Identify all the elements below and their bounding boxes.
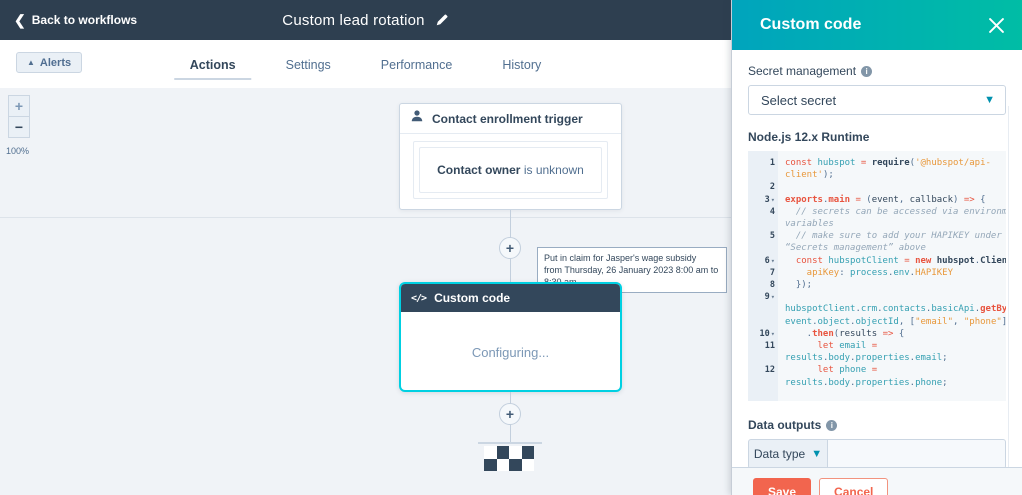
contact-enrollment-trigger-card[interactable]: Contact enrollment trigger Contact owner… [399,103,622,210]
trigger-condition: Contact owner is unknown [419,147,602,193]
edit-pencil-icon[interactable] [435,13,449,27]
add-action-button-top[interactable]: + [499,237,521,259]
zoom-level: 100% [6,146,30,156]
person-icon [410,109,424,128]
alerts-button[interactable]: ▲ Alerts [16,52,83,73]
warning-triangle-icon: ▲ [27,58,35,67]
save-button[interactable]: Save [753,478,812,495]
chevron-down-icon: ▼ [984,94,995,106]
workflow-canvas[interactable]: + − 100% Contact enrollment trigger Cont… [0,88,731,495]
cancel-button[interactable]: Cancel [819,478,889,495]
action-title: Custom code [434,291,511,305]
data-output-name-input[interactable] [828,439,1006,469]
zoom-in-button[interactable]: + [8,95,30,117]
custom-code-action-card[interactable]: </> Custom code Configuring... [399,282,622,392]
data-output-row: Data type ▼ [748,439,1006,469]
info-icon[interactable]: i [826,419,838,431]
data-outputs-label: Data outputs i [748,418,1006,432]
trigger-title: Contact enrollment trigger [432,111,583,126]
runtime-label: Node.js 12.x Runtime [748,130,870,144]
info-icon[interactable]: i [861,65,873,77]
tab-actions[interactable]: Actions [173,43,252,86]
tab-performance[interactable]: Performance [380,57,453,72]
panel-scrollbar[interactable] [1008,106,1009,495]
add-action-button-bottom[interactable]: + [499,403,521,425]
trigger-section-divider [0,217,731,218]
select-secret-dropdown[interactable]: Select secret ▼ [748,85,1006,115]
panel-title: Custom code [760,16,862,33]
back-label: Back to workflows [31,13,138,27]
zoom-controls: + − 100% [6,95,30,156]
data-type-dropdown[interactable]: Data type ▼ [748,439,828,469]
top-bar: ❮ Back to workflows Custom lead rotation [0,0,731,40]
secret-management-label: Secret management i [748,64,1006,78]
tab-bar: ▲ Alerts Actions Settings Performance Histo… [0,40,731,88]
close-icon[interactable] [989,17,1004,33]
code-icon: </> [411,292,427,304]
panel-footer: Save Cancel [732,467,1022,495]
end-line [478,442,542,444]
alerts-label: Alerts [39,56,72,69]
custom-code-panel: Custom code Secret management i Select s… [731,0,1022,495]
tab-settings[interactable]: Settings [285,57,331,72]
chevron-down-icon: ▼ [811,448,823,460]
back-to-workflows-link[interactable]: ❮ Back to workflows [14,11,138,28]
action-status: Configuring... [471,344,550,360]
zoom-out-button[interactable]: − [8,116,30,138]
tab-list: Actions Settings Performance History [173,40,551,88]
end-flag-icon [484,446,534,471]
workflow-title: Custom lead rotation [282,11,425,29]
tab-history[interactable]: History [502,57,542,72]
chevron-left-icon: ❮ [14,11,26,28]
